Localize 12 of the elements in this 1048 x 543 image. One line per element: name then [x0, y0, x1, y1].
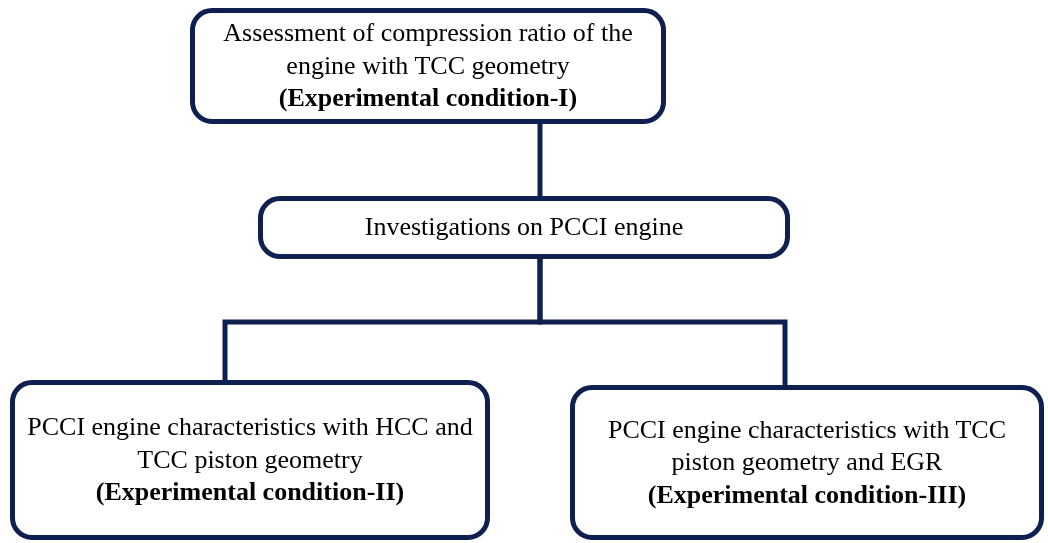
connector-line [537, 259, 788, 385]
condition-label: (Experimental condition-II) [95, 476, 405, 509]
process-box [190, 8, 666, 124]
box-text: PCCI engine characteristics with TCC piston geometry and EGR [606, 413, 1008, 479]
process-box [258, 196, 790, 259]
process-box [570, 385, 1044, 540]
box-text: Assessment of compression ratio of the engine with TCC geometry (Experimental condition-I) [222, 17, 634, 115]
connector-line [537, 124, 543, 196]
condition-label: (Experimental condition-III) [647, 478, 967, 511]
box-text: PCCI engine characteristics with HCC and TCC piston geometry [26, 411, 474, 476]
box-text: Investigations on PCCI engine [364, 211, 684, 244]
process-box [10, 380, 490, 540]
